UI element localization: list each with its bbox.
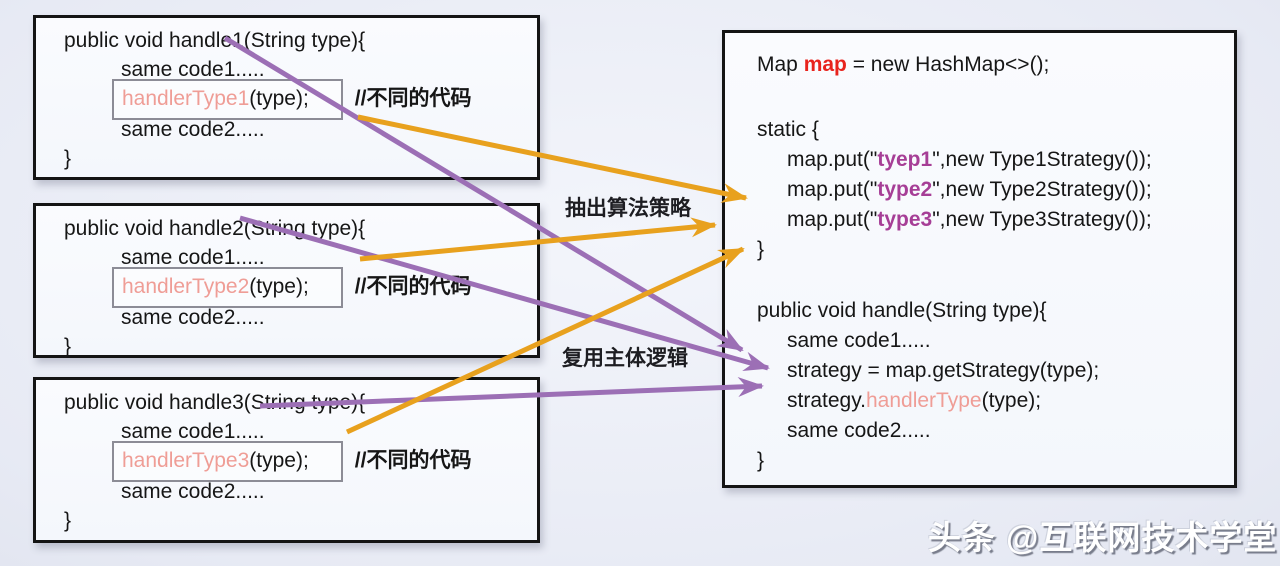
code-line-brace: } bbox=[64, 509, 72, 532]
code-line-strategy-call: strategy.handlerType(type); bbox=[725, 386, 1234, 416]
code-box-strategy: Map map = new HashMap<>(); static { map.… bbox=[722, 30, 1237, 488]
code-line-put3: map.put("type3",new Type3Strategy()); bbox=[725, 205, 1234, 235]
handler-call: handlerType2 bbox=[122, 275, 250, 298]
handler-call: handlerType3 bbox=[122, 449, 250, 472]
comment-different-code: //不同的代码 bbox=[354, 275, 472, 298]
strategy-call-args: (type); bbox=[981, 389, 1042, 412]
code-line-same1: same code1..... bbox=[121, 420, 265, 443]
handler-args: (type); bbox=[249, 87, 309, 110]
put-pre: map.put(" bbox=[787, 178, 878, 201]
put-post: ",new Type3Strategy()); bbox=[932, 208, 1152, 231]
code-line-map-decl: Map map = new HashMap<>(); bbox=[725, 50, 1234, 80]
watermark-text: 头条 @互联网技术学堂 bbox=[928, 519, 1278, 556]
code-line-signature: public void handle2(String type){ bbox=[64, 217, 366, 240]
code-line-highlight: handlerType2(type); //不同的代码 bbox=[36, 267, 537, 308]
map-variable: map bbox=[803, 53, 847, 76]
code-line-brace: } bbox=[757, 449, 765, 472]
code-line-static-open: static { bbox=[757, 118, 819, 141]
code-line-highlight: handlerType1(type); //不同的代码 bbox=[36, 79, 537, 120]
code-line-signature: public void handle1(String type){ bbox=[64, 29, 366, 52]
code-line-handle-signature: public void handle(String type){ bbox=[757, 299, 1047, 322]
code-line-signature: public void handle3(String type){ bbox=[64, 391, 366, 414]
code-line-put2: map.put("type2",new Type2Strategy()); bbox=[725, 175, 1234, 205]
comment-different-code: //不同的代码 bbox=[354, 449, 472, 472]
handler-args: (type); bbox=[249, 449, 309, 472]
code-line-same2: same code2..... bbox=[121, 480, 265, 503]
code-line-same2: same code2..... bbox=[787, 419, 931, 442]
code-box-handle3: public void handle3(String type){ same c… bbox=[33, 377, 540, 543]
different-code-frame: handlerType1(type); bbox=[112, 79, 343, 120]
code-line-highlight: handlerType3(type); //不同的代码 bbox=[36, 441, 537, 482]
put-post: ",new Type1Strategy()); bbox=[932, 148, 1152, 171]
put-pre: map.put(" bbox=[787, 208, 878, 231]
put-key: type2 bbox=[877, 178, 933, 201]
label-extract-strategy: 抽出算法策略 bbox=[565, 197, 691, 220]
label-reuse-logic: 复用主体逻辑 bbox=[562, 347, 688, 370]
code-line-brace: } bbox=[64, 147, 72, 170]
strategy-call-method: handlerType bbox=[865, 389, 982, 412]
different-code-frame: handlerType3(type); bbox=[112, 441, 343, 482]
map-decl-post: = new HashMap<>(); bbox=[846, 53, 1050, 76]
comment-different-code: //不同的代码 bbox=[354, 87, 472, 110]
code-line-brace: } bbox=[64, 335, 72, 358]
code-line-same1: same code1..... bbox=[787, 329, 931, 352]
different-code-frame: handlerType2(type); bbox=[112, 267, 343, 308]
strategy-call-obj: strategy. bbox=[787, 389, 866, 412]
put-key: tyep1 bbox=[877, 148, 933, 171]
put-post: ",new Type2Strategy()); bbox=[932, 178, 1152, 201]
code-line-static-close: } bbox=[757, 238, 765, 261]
put-key: type3 bbox=[877, 208, 933, 231]
map-decl-pre: Map bbox=[757, 53, 804, 76]
handler-args: (type); bbox=[249, 275, 309, 298]
code-line-strategy-get: strategy = map.getStrategy(type); bbox=[787, 359, 1100, 382]
code-line-put1: map.put("tyep1",new Type1Strategy()); bbox=[725, 145, 1234, 175]
code-box-handle1: public void handle1(String type){ same c… bbox=[33, 15, 540, 180]
code-box-handle2: public void handle2(String type){ same c… bbox=[33, 203, 540, 358]
handler-call: handlerType1 bbox=[122, 87, 250, 110]
put-pre: map.put(" bbox=[787, 148, 878, 171]
